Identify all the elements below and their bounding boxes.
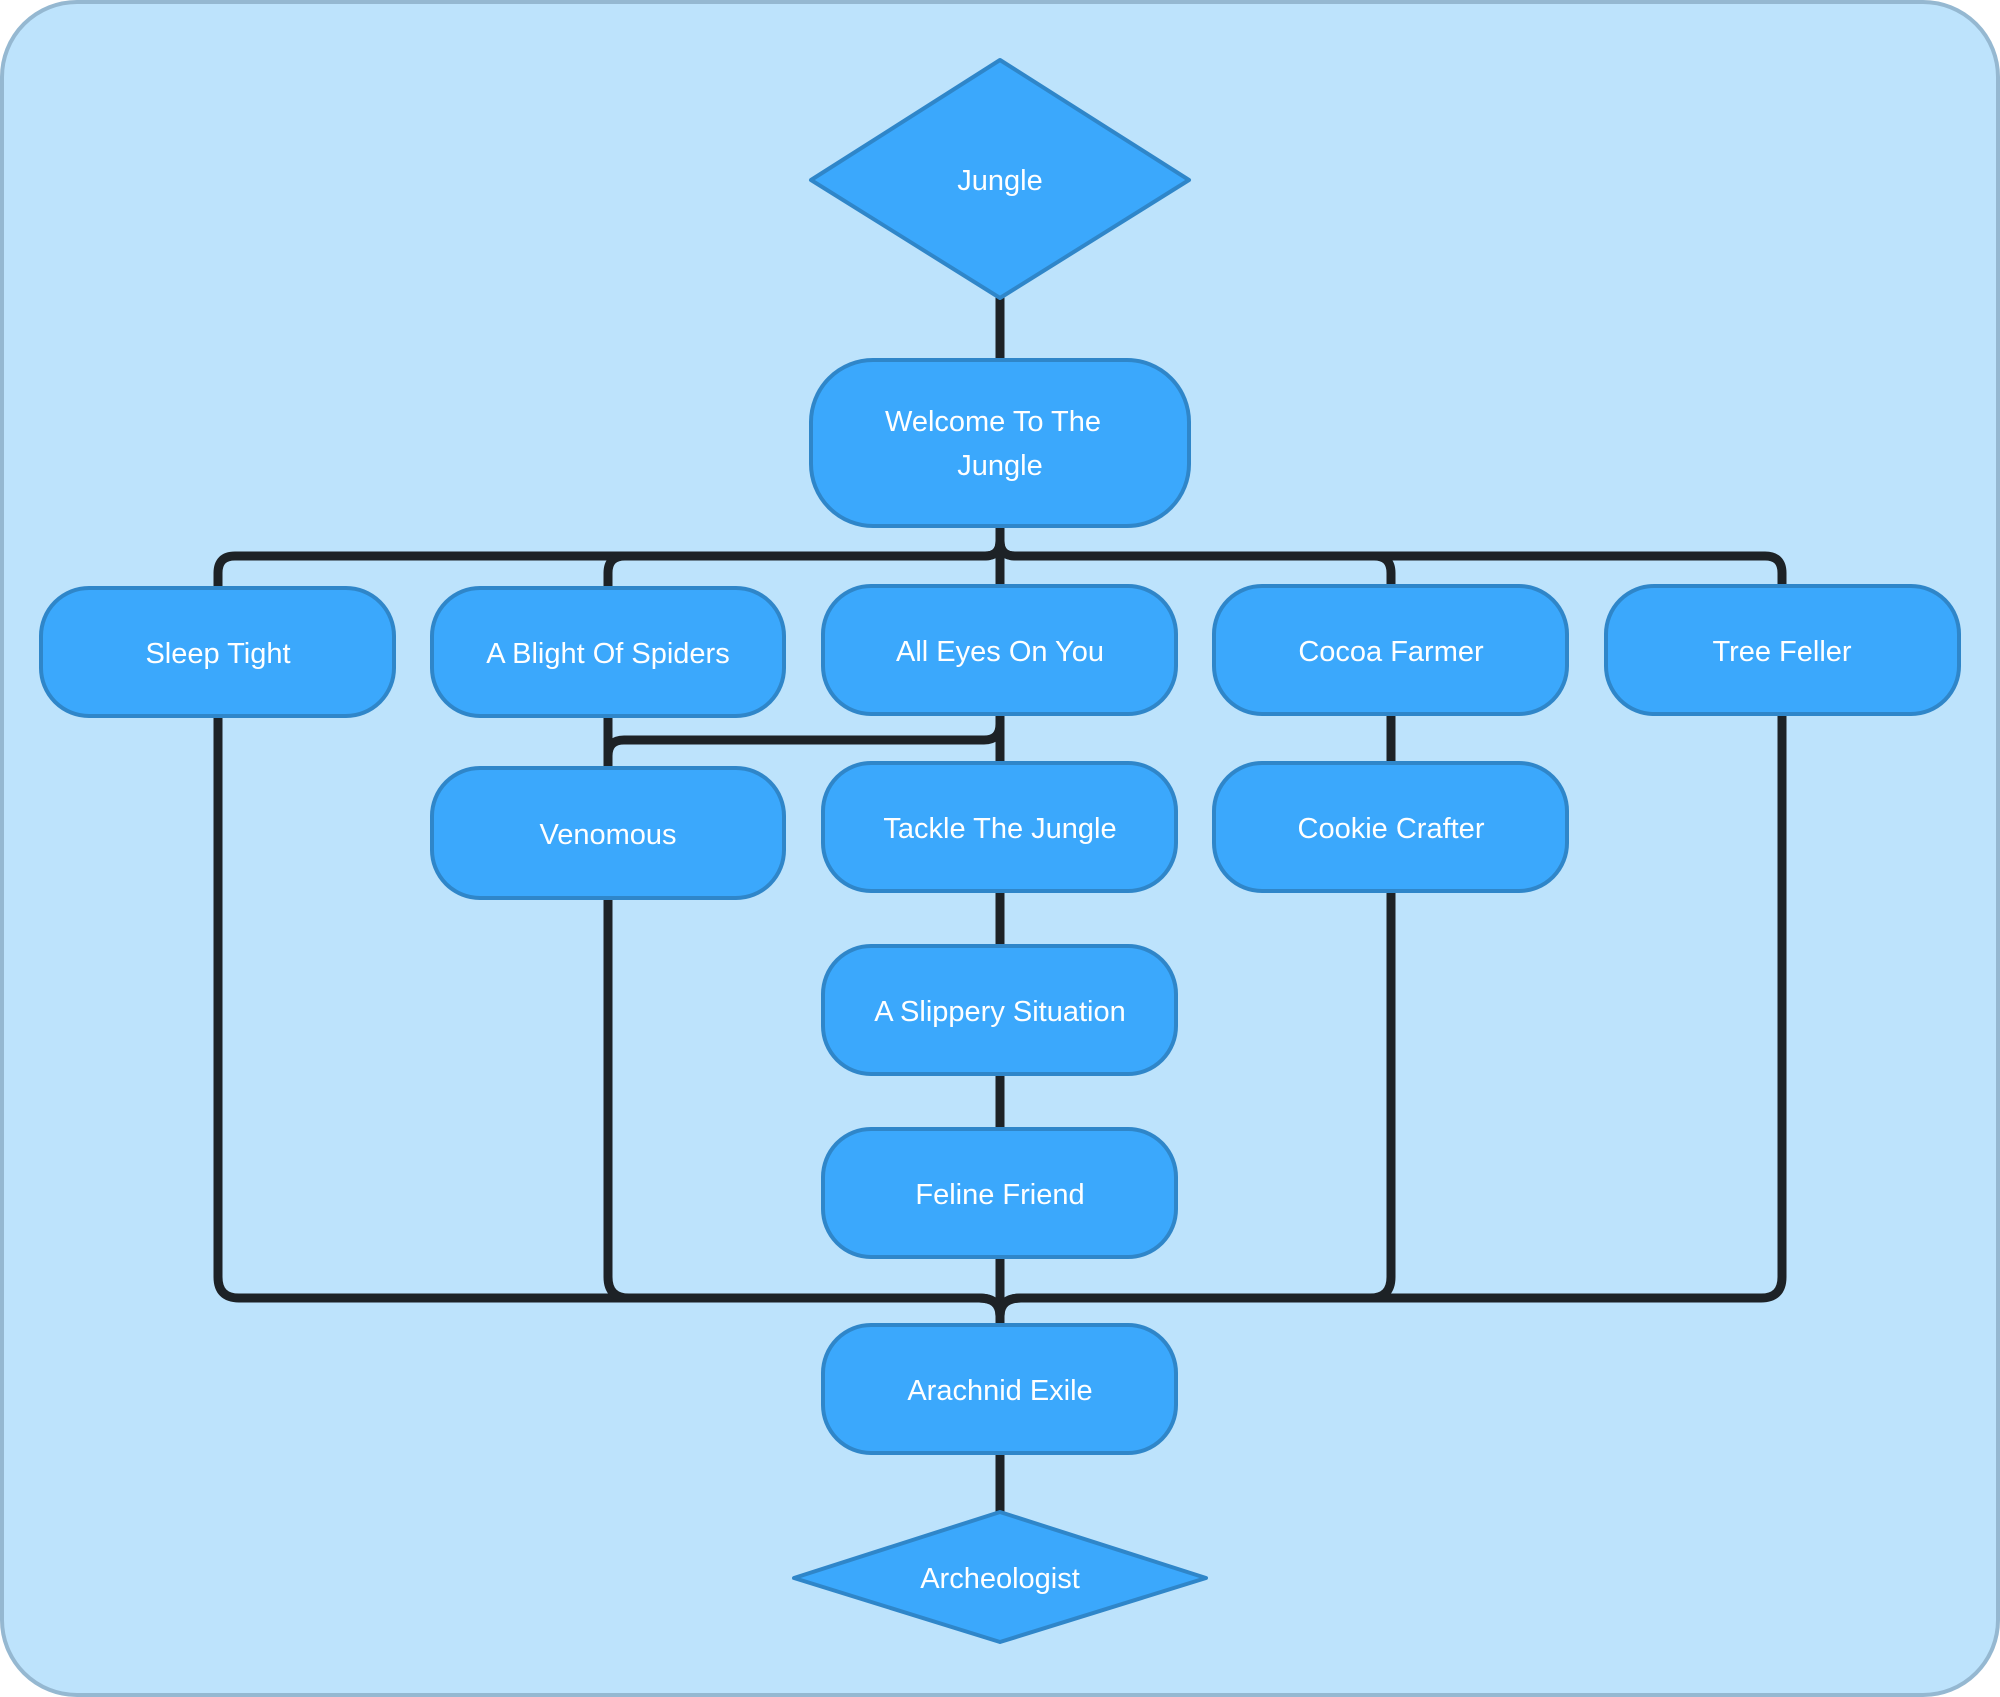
node-label: Cocoa Farmer	[1298, 636, 1484, 668]
node-box	[821, 1127, 1178, 1259]
connectors	[213, 293, 1787, 1517]
node-feline-friend[interactable]: Feline Friend	[821, 1127, 1178, 1259]
node-label: Tree Feller	[1712, 636, 1851, 668]
node-label-line-1: Welcome To The	[885, 406, 1101, 438]
node-box	[430, 766, 786, 900]
node-label: All Eyes On You	[896, 636, 1104, 668]
node-label: Welcome To The Jungle	[885, 406, 1109, 482]
node-box	[39, 586, 396, 718]
decision-diamond	[809, 58, 1191, 300]
node-box	[821, 944, 1178, 1076]
node-box	[809, 358, 1191, 528]
node-arachnid-exile[interactable]: Arachnid Exile	[821, 1323, 1178, 1455]
node-sleep-tight[interactable]: Sleep Tight	[39, 586, 396, 718]
node-box	[821, 1323, 1178, 1455]
node-label: A Slippery Situation	[874, 996, 1125, 1028]
node-label: Sleep Tight	[145, 638, 290, 670]
node-label: Archeologist	[920, 1563, 1080, 1595]
node-label: Tackle The Jungle	[883, 813, 1116, 845]
node-box	[1604, 584, 1961, 716]
node-box	[1212, 761, 1569, 893]
node-archeologist[interactable]: Archeologist	[792, 1510, 1208, 1644]
node-all-eyes-on-you[interactable]: All Eyes On You	[821, 584, 1178, 716]
node-label-line-2: Jungle	[957, 450, 1042, 482]
node-a-slippery-situation[interactable]: A Slippery Situation	[821, 944, 1178, 1076]
node-tackle-the-jungle[interactable]: Tackle The Jungle	[821, 761, 1178, 893]
node-box	[1212, 584, 1569, 716]
node-jungle[interactable]: Jungle	[809, 58, 1191, 300]
node-cookie-crafter[interactable]: Cookie Crafter	[1212, 761, 1569, 893]
node-a-blight-of-spiders[interactable]: A Blight Of Spiders	[430, 586, 786, 718]
node-tree-feller[interactable]: Tree Feller	[1604, 584, 1961, 716]
node-box	[430, 586, 786, 718]
node-label: Venomous	[539, 819, 676, 851]
node-venomous[interactable]: Venomous	[430, 766, 786, 900]
decision-diamond	[792, 1510, 1208, 1644]
node-label: Feline Friend	[915, 1179, 1084, 1211]
node-box	[821, 584, 1178, 716]
edge-tree-feller-exile	[995, 709, 1787, 1330]
node-welcome-to-the-jungle[interactable]: Welcome To The Jungle	[809, 358, 1191, 528]
node-box	[821, 761, 1178, 893]
node-label: Arachnid Exile	[907, 1375, 1092, 1407]
edge-welcome-tree-feller	[995, 523, 1787, 591]
node-label: A Blight Of Spiders	[486, 638, 729, 670]
node-label: Cookie Crafter	[1298, 813, 1485, 845]
node-label: Jungle	[957, 165, 1042, 197]
node-cocoa-farmer[interactable]: Cocoa Farmer	[1212, 584, 1569, 716]
